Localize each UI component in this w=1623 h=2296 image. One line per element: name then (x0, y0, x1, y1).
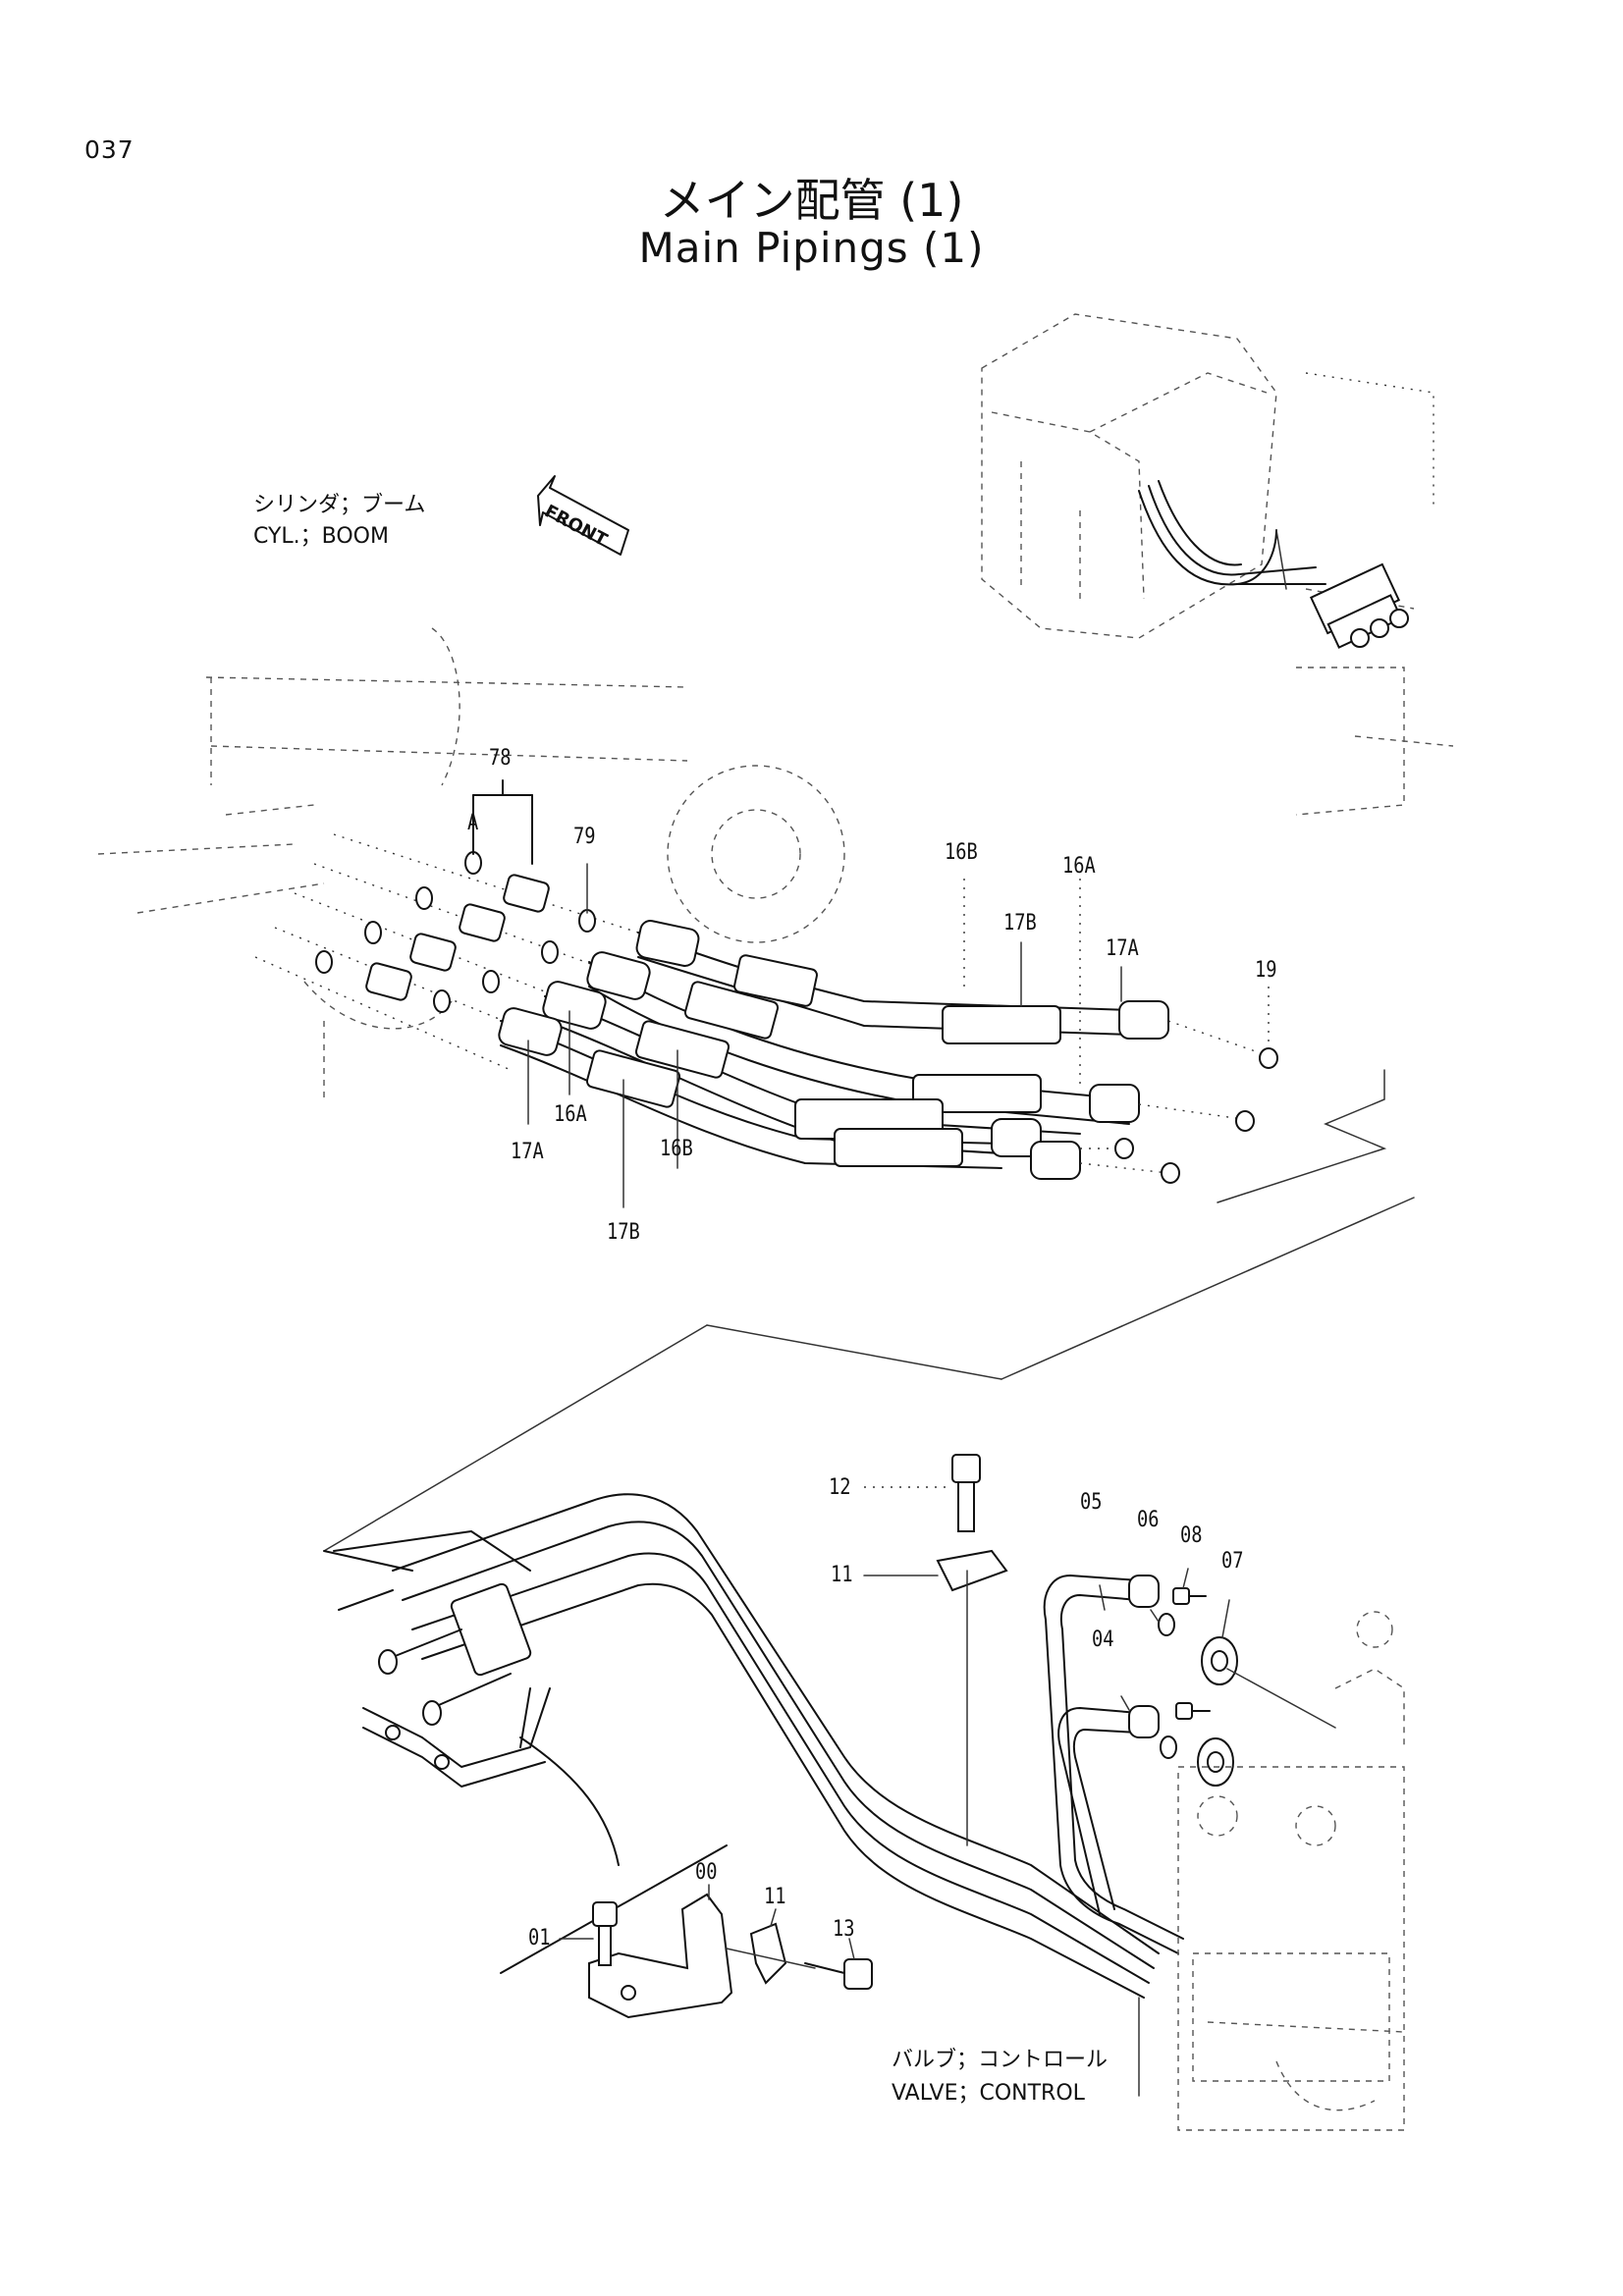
callout-16A-top: 16A (1062, 854, 1096, 879)
callout-12: 12 (829, 1475, 851, 1500)
hose-assemblies (498, 920, 1387, 1203)
callout-13: 13 (833, 1917, 855, 1942)
cylinder-boom-label-en: CYL.；BOOM (253, 524, 389, 549)
cab-control-valve (1309, 562, 1409, 649)
lower-leader-lines (559, 1486, 1230, 2097)
callout-01: 01 (528, 1926, 551, 1950)
flanges-07 (1197, 1636, 1336, 1787)
pipes-04-05 (1043, 1575, 1184, 1954)
callout-17B-bottom: 17B (607, 1220, 640, 1245)
control-valve-label-en: VALVE；CONTROL (892, 2081, 1085, 2106)
callout-00: 00 (695, 1860, 718, 1885)
bolts-08 (1172, 1587, 1211, 1720)
main-pipes (392, 1493, 1160, 1999)
page-title-english: Main Pipings (1) (638, 224, 985, 272)
callout-79: 79 (573, 825, 596, 849)
callout-06: 06 (1137, 1508, 1160, 1532)
left-fittings (254, 833, 639, 1071)
page-number: 037 (84, 135, 135, 164)
callout-11-bottom: 11 (764, 1885, 786, 1909)
callout-16A-bottom: 16A (554, 1102, 587, 1127)
callout-07: 07 (1221, 1549, 1244, 1574)
callout-78: 78 (489, 746, 512, 771)
callout-16B-bottom: 16B (660, 1137, 693, 1161)
bolt-12 (951, 1454, 981, 1532)
callout-05: 05 (1080, 1490, 1103, 1515)
cylinder-boom-label-jp: シリンダ；ブーム (253, 493, 426, 517)
callout-17A-top: 17A (1106, 936, 1139, 961)
boom-cylinder-outline (97, 627, 845, 1099)
callout-11-top: 11 (831, 1563, 853, 1587)
bolt-01 (592, 1901, 618, 1966)
clamp-11-bottom (726, 1922, 816, 1985)
bolt-13 (804, 1958, 873, 1990)
callout-08: 08 (1180, 1523, 1203, 1548)
control-valve-label-jp: バルブ；コントロール (892, 2048, 1109, 2072)
pipe-block-left (333, 1530, 532, 1726)
upper-leader-lines (472, 779, 1270, 1208)
bracket-00 (588, 1893, 733, 2019)
page-title-japanese: メイン配管 (1) (659, 174, 964, 227)
o-rings-06 (1158, 1613, 1177, 1759)
bracket-upper-left (362, 1687, 551, 1788)
callout-16B-top: 16B (945, 840, 978, 865)
clamp-11-top (936, 1549, 1008, 1846)
callout-19: 19 (1255, 958, 1277, 983)
callout-04: 04 (1092, 1628, 1114, 1652)
callout-17A-bottom: 17A (511, 1140, 544, 1164)
machine-cab-outline (981, 313, 1454, 816)
section-separator (323, 1197, 1415, 1572)
front-arrow (537, 475, 629, 556)
control-valve-body (1177, 1611, 1405, 2131)
detail-leader-curve (519, 1736, 620, 1866)
callout-17B-top: 17B (1003, 911, 1037, 935)
cab-pipe-bundle (1138, 480, 1326, 590)
callout-A: A (467, 811, 479, 835)
